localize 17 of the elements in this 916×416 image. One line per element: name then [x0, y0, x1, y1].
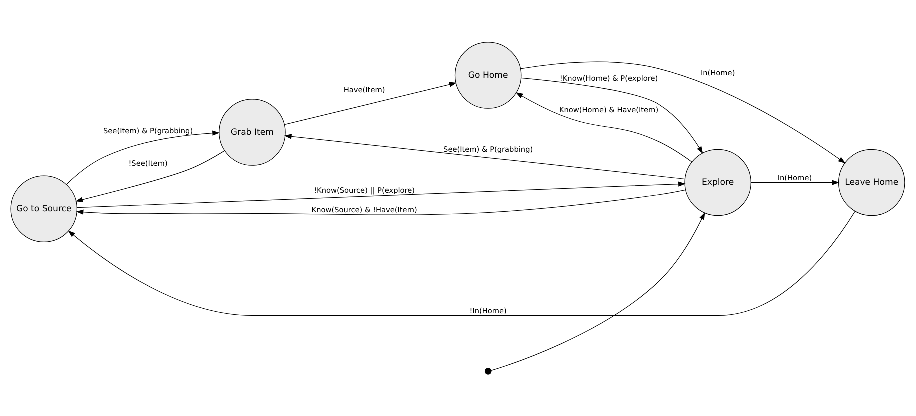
arrow [284, 82, 457, 125]
arrow [76, 150, 226, 202]
node-circle: Go to Source [10, 175, 78, 242]
arrow [284, 134, 686, 180]
arrow [76, 189, 686, 215]
arrow [68, 210, 856, 316]
node-circle: Go Home [454, 42, 522, 108]
arrow [66, 130, 220, 185]
arrow [521, 77, 704, 154]
arrow [77, 181, 686, 208]
arrow [491, 212, 706, 371]
node-circle: Explore [684, 148, 752, 216]
node-circle [484, 368, 492, 374]
arrow [520, 61, 846, 164]
node-circle: Grab Item [219, 98, 286, 166]
arrow [750, 180, 840, 185]
arrow [516, 92, 692, 162]
